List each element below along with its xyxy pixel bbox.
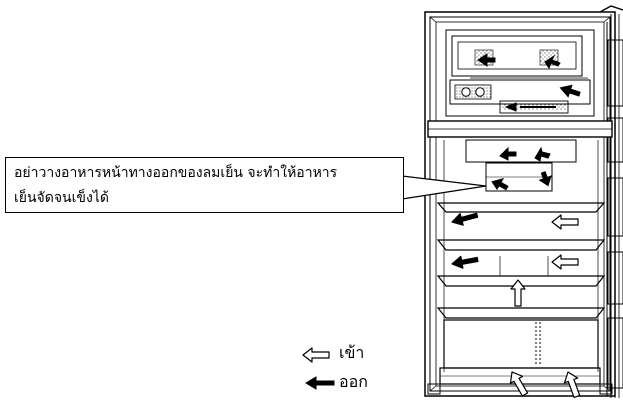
duct-outlet-arrows (491, 146, 552, 191)
freezer-divider (427, 120, 613, 138)
legend-out-arrow-icon (305, 376, 335, 390)
freezer-outlet-arrows (477, 53, 581, 98)
legend-in-arrow-icon (302, 347, 330, 363)
warning-callout: อย่าวางอาหารหน้าทางออกของลมเย็น จะทำให้อ… (5, 157, 404, 213)
fridge-shelves (436, 202, 606, 319)
callout-text-line-1: อย่าวางอาหารหน้าทางออกของลมเย็น จะทำให้อ… (14, 165, 338, 181)
open-door-edge (599, 5, 623, 398)
cold-air-duct (465, 139, 577, 192)
legend-out-label: ออก (339, 372, 368, 391)
callout-pointer (401, 175, 487, 200)
legend-in-label: เข้า (339, 343, 365, 362)
rear-wall-lines (443, 140, 599, 372)
freezer-compartment (445, 29, 595, 117)
callout-text-line-2: เย็นจัดจนเข็งได้ (14, 190, 109, 206)
